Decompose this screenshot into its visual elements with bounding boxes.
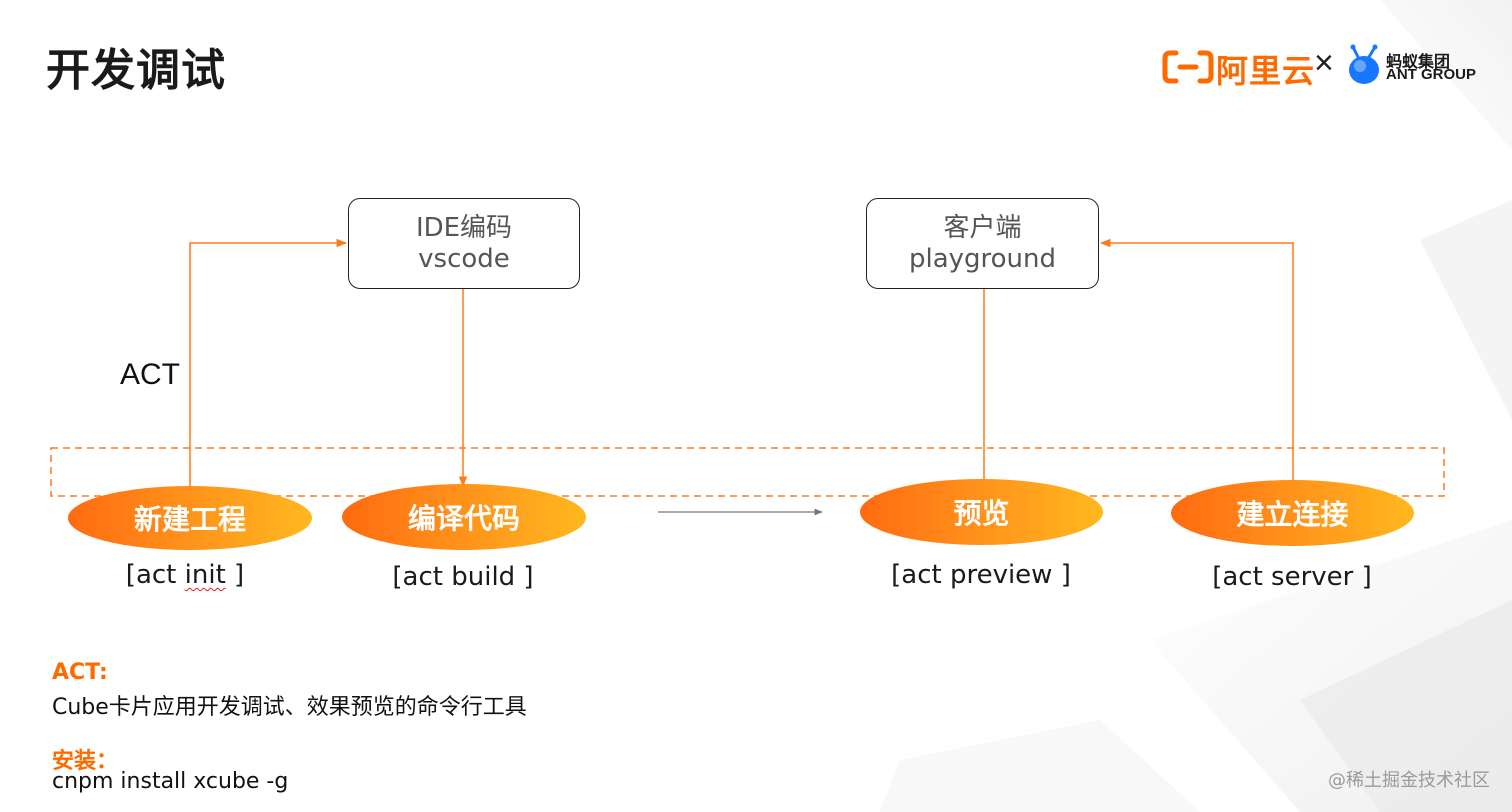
connector-init-to-ide [189,238,348,486]
ide-box-line1: IDE编码 [415,212,513,243]
dashed-group-frame [50,447,1445,497]
connector-server-to-playground [1099,238,1294,480]
ant-logo-icon [1349,44,1379,84]
client-playground-box: 客户端 playground [866,198,1099,289]
client-box-line1: 客户端 [943,212,1022,243]
aliyun-logo-icon [1162,50,1214,84]
step-connect: 建立连接 [1171,480,1414,546]
footer-install-heading: 安装： [52,749,119,774]
footer-act-heading: ACT: [52,660,108,685]
ide-box-line2: vscode [418,243,510,274]
footer-install-cmd: cnpm install xcube -g [52,769,289,794]
cmd-act-server: [act server ] [1212,562,1372,592]
step-new-project: 新建工程 [68,486,312,550]
times-sign: × [1314,44,1334,82]
cmd-init-open: [act [125,560,185,590]
client-box-line2: playground [908,243,1057,274]
logo-area: 阿里云 × 蚂蚁集团 ANT GROUP [1160,42,1480,92]
act-label: ACT [120,358,180,391]
step-preview: 预览 [860,479,1103,545]
ide-vscode-box: IDE编码 vscode [348,198,580,289]
step-compile-code: 编译代码 [342,484,586,550]
watermark: @稀土掘金技术社区 [1328,770,1490,791]
cmd-act-init: [act init ] [90,560,280,590]
aliyun-logo-text: 阿里云 [1216,52,1316,90]
cmd-act-build: [act build ] [392,562,534,592]
ant-logo-cn: 蚂蚁集团 [1386,52,1451,71]
page-title: 开发调试 [46,45,226,96]
cmd-init-close: ] [225,560,245,590]
ant-logo-en: ANT GROUP [1386,66,1476,83]
cmd-act-preview: [act preview ] [891,560,1071,590]
cmd-init-word: init [184,560,226,590]
footer-act-desc: Cube卡片应用开发调试、效果预览的命令行工具 [52,695,527,720]
